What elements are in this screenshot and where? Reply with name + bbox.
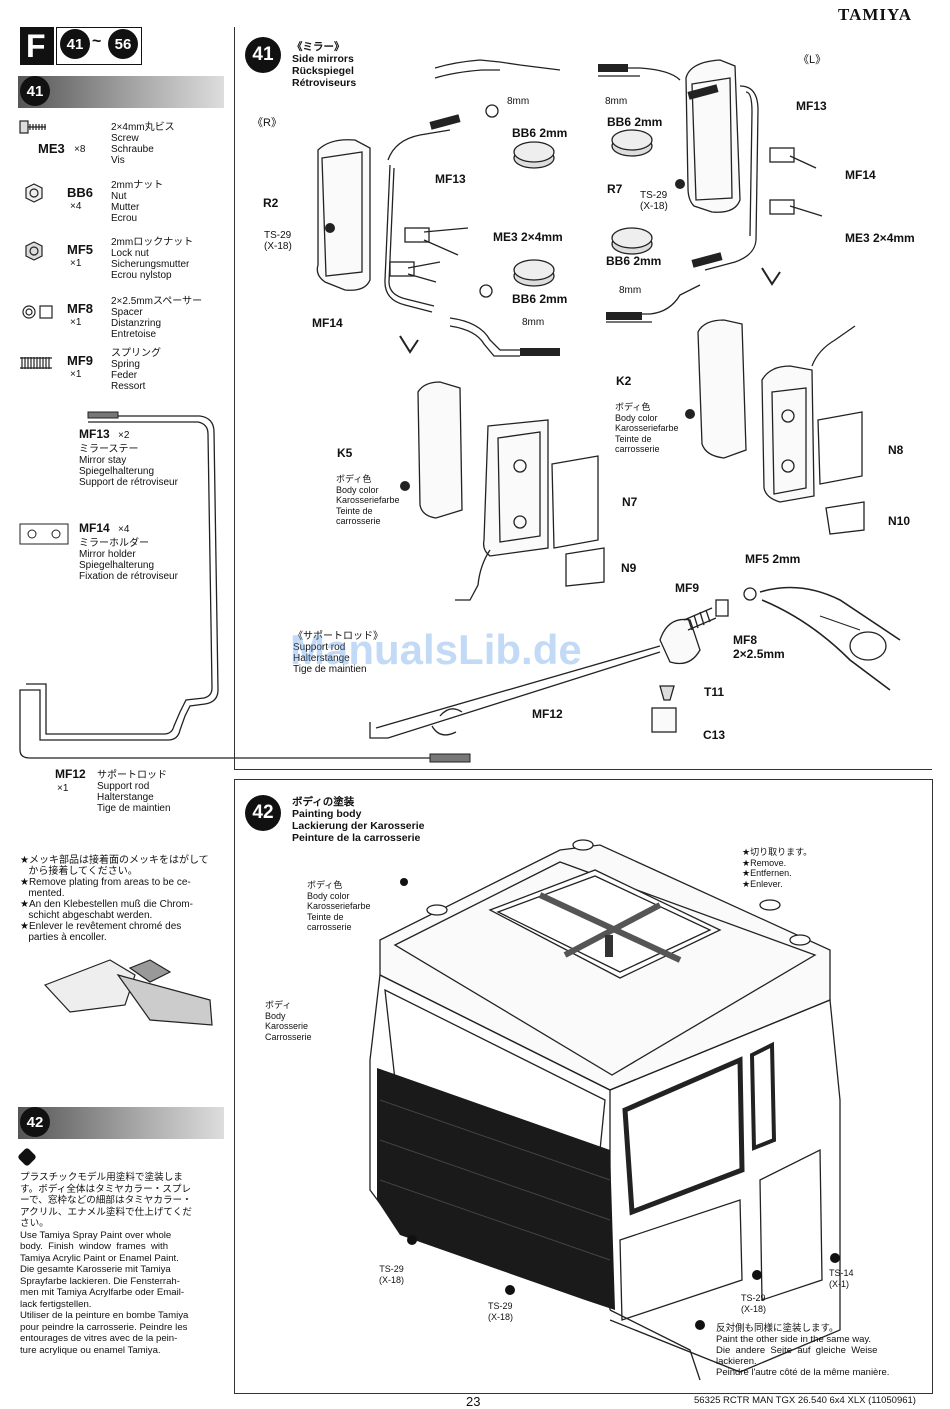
section-sep: ~ bbox=[92, 33, 102, 50]
label-me3-r: ME3 2×4mm bbox=[493, 230, 563, 244]
step41-title: 《ミラー》 Side mirrors Rückspiegel Rétrovise… bbox=[292, 41, 357, 89]
footer-text: 56325 RCTR MAN TGX 26.540 6x4 XLX (11050… bbox=[694, 1395, 916, 1406]
label-mf14-l: MF14 bbox=[845, 168, 876, 182]
part-qty-mf14: ×4 bbox=[118, 524, 130, 535]
section-to-number: 56 bbox=[108, 29, 138, 59]
label-r-side: 《R》 bbox=[252, 117, 282, 129]
label42-ts29-mid: TS-29 (X-18) bbox=[488, 1301, 514, 1322]
label-bodycolor-k5: ボディ色 Body color Karosseriefarbe Teinte d… bbox=[336, 474, 400, 526]
label-c13: C13 bbox=[703, 728, 726, 742]
step42-number: 42 bbox=[245, 795, 281, 831]
part-code-mf8: MF8 bbox=[67, 301, 93, 316]
part-code-mf14: MF14 bbox=[79, 521, 110, 535]
part-desc-mf5: 2mmロックナット Lock nut Sicherungsmutter Ecro… bbox=[111, 237, 194, 281]
left-step42-number: 42 bbox=[20, 1107, 50, 1137]
part-code-mf13: MF13 bbox=[79, 427, 110, 441]
label-support-rod: 《サポートロッド》 Support rod Halterstange Tige … bbox=[293, 631, 383, 675]
label42-ts29-left: TS-29 (X-18) bbox=[379, 1264, 405, 1285]
label-mf12: MF12 bbox=[532, 707, 563, 721]
label-mf9: MF9 bbox=[675, 581, 699, 595]
section-from-number: 41 bbox=[60, 29, 90, 59]
part-code-mf5: MF5 bbox=[67, 242, 93, 257]
part-qty-mf5: ×1 bbox=[70, 258, 82, 269]
part-desc-mf13: ミラーステー Mirror stay Spiegelhalterung Supp… bbox=[79, 444, 178, 488]
part-qty-me3: ×8 bbox=[74, 144, 86, 155]
part-desc-bb6: 2mmナット Nut Mutter Ecrou bbox=[111, 180, 164, 224]
label-mf13-r: MF13 bbox=[435, 172, 466, 186]
label-8mm-c: 8mm bbox=[605, 96, 628, 107]
label-8mm-a: 8mm bbox=[507, 96, 530, 107]
label-mf8: MF8 2×2.5mm bbox=[733, 633, 785, 661]
brand-logo: TAMIYA bbox=[838, 5, 913, 24]
left-step42-bar bbox=[18, 1107, 224, 1139]
label42-other-side: 反対側も同様に塗装します。 Paint the other side in th… bbox=[716, 1323, 890, 1378]
label-8mm-d: 8mm bbox=[619, 285, 642, 296]
label-ts29-l: TS-29 (X-18) bbox=[640, 190, 668, 212]
label-r2: R2 bbox=[263, 196, 279, 210]
label-8mm-b: 8mm bbox=[522, 317, 545, 328]
label-n10: N10 bbox=[888, 514, 911, 528]
section-range-box bbox=[56, 27, 142, 65]
label-n9: N9 bbox=[621, 561, 637, 575]
label42-ts14: TS-14 (X-1) bbox=[829, 1268, 854, 1289]
section-letter: F bbox=[26, 28, 46, 64]
label-n7: N7 bbox=[622, 495, 638, 509]
section-letter-box bbox=[20, 27, 54, 65]
step42-panel bbox=[234, 779, 933, 1394]
part-qty-mf13: ×2 bbox=[118, 430, 130, 441]
label42-bodycolor: ボディ色 Body color Karosseriefarbe Teinte d… bbox=[307, 880, 371, 932]
label-ts29-r: TS-29 (X-18) bbox=[264, 230, 292, 252]
part-code-mf9: MF9 bbox=[67, 353, 93, 368]
part-desc-mf8: 2×2.5mmスペーサー Spacer Distanzring Entretoi… bbox=[111, 296, 203, 340]
part-qty-mf8: ×1 bbox=[70, 317, 82, 328]
label42-ts29-right: TS-29 (X-18) bbox=[741, 1293, 767, 1314]
label-bb6-l-top: BB6 2mm bbox=[607, 115, 663, 129]
part-desc-me3: 2×4mm丸ビス Screw Schraube Vis bbox=[111, 122, 175, 166]
label-mf14-r: MF14 bbox=[312, 316, 343, 330]
left-step41-number: 41 bbox=[20, 76, 50, 106]
label-mf13-l: MF13 bbox=[796, 99, 827, 113]
label42-remove: ★切り取ります。 ★Remove. ★Entfernen. ★Enlever. bbox=[742, 847, 813, 889]
part-code-me3: ME3 bbox=[38, 141, 65, 156]
label-bb6-r-top: BB6 2mm bbox=[512, 126, 568, 140]
label-bb6-r-bottom: BB6 2mm bbox=[512, 292, 568, 306]
part-code-bb6: BB6 bbox=[67, 185, 94, 200]
step41-number: 41 bbox=[245, 37, 281, 73]
page-number: 23 bbox=[466, 1394, 481, 1409]
label-l-side: 《L》 bbox=[798, 54, 827, 66]
part-qty-mf9: ×1 bbox=[70, 369, 82, 380]
label-me3-l: ME3 2×4mm bbox=[845, 231, 915, 245]
label-mf5: MF5 2mm bbox=[745, 552, 801, 566]
step41-panel bbox=[234, 27, 932, 770]
watermark: ManualsLib.de bbox=[290, 626, 582, 673]
label-bodycolor-k2: ボディ色 Body color Karosseriefarbe Teinte d… bbox=[615, 402, 679, 454]
step42-title: ボディの塗装 Painting body Lackierung der Karo… bbox=[292, 796, 425, 844]
label-k2: K2 bbox=[616, 374, 632, 388]
part-code-mf12: MF12 bbox=[55, 767, 86, 781]
paint-note: プラスチックモデル用塗料で塗装しま す。ボディ全体はタミヤカラー・スプレ ーで、… bbox=[20, 1172, 192, 1356]
part-desc-mf12: サポートロッド Support rod Halterstange Tige de… bbox=[97, 770, 171, 814]
plating-note: ★メッキ部品は接着面のメッキをはがして から接着してください。 ★Remove … bbox=[20, 855, 209, 943]
part-desc-mf9: スプリング Spring Feder Ressort bbox=[111, 348, 161, 392]
label-t11: T11 bbox=[704, 685, 725, 699]
left-step41-bar bbox=[18, 76, 224, 108]
label-bb6-l-bottom: BB6 2mm bbox=[606, 254, 662, 268]
part-qty-bb6: ×4 bbox=[70, 201, 82, 212]
label-r7: R7 bbox=[607, 182, 623, 196]
label-k5: K5 bbox=[337, 446, 353, 460]
label-n8: N8 bbox=[888, 443, 904, 457]
part-qty-mf12: ×1 bbox=[57, 783, 69, 794]
paint-brush-icon bbox=[17, 1147, 37, 1167]
part-desc-mf14: ミラーホルダー Mirror holder Spiegelhalterung F… bbox=[79, 538, 178, 582]
label42-body: ボディ Body Karosserie Carrosserie bbox=[265, 1000, 312, 1042]
